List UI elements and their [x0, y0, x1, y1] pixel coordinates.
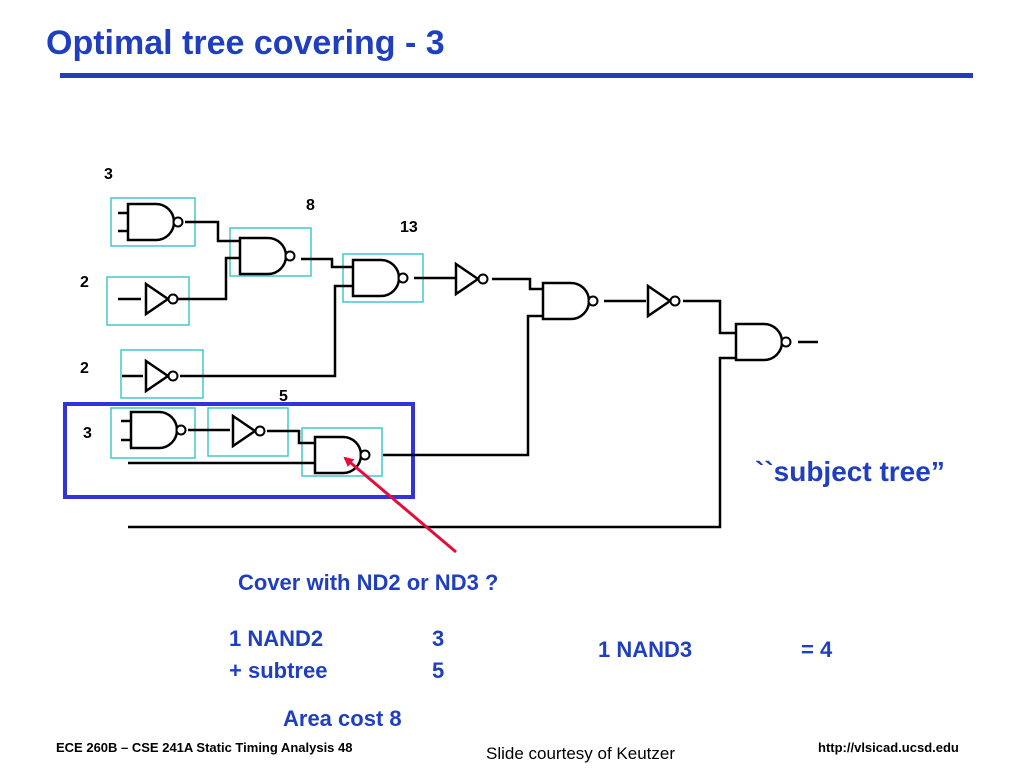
cost-label-nand-top: 3	[104, 166, 113, 183]
cost-label-inv-2b: 2	[80, 360, 89, 377]
nand-gate-3	[129, 410, 187, 450]
nand-gate-13	[351, 258, 409, 298]
slide-title: Optimal tree covering - 3	[46, 24, 445, 62]
red-arrow	[343, 456, 457, 554]
cost-label-nand-13: 13	[400, 219, 418, 236]
subject-tree-label: ``subject tree”	[755, 456, 945, 487]
cover-question: Cover with ND2 or ND3 ?	[238, 570, 499, 595]
cover-box-inv-2b	[120, 349, 204, 399]
nand-gate-top	[126, 202, 184, 242]
inverter-2a	[144, 282, 179, 316]
option1-line2-label: + subtree	[229, 658, 328, 683]
nand-gate-final	[734, 322, 792, 362]
option1-line1-label: 1 NAND2	[229, 626, 324, 651]
inverter-2b	[144, 359, 179, 393]
inverter-after-center	[646, 284, 681, 318]
cover-boxes	[106, 197, 424, 477]
footer-credit: Slide courtesy of Keutzer	[486, 744, 675, 763]
footer-course: ECE 260B – CSE 241A Static Timing Analys…	[56, 740, 353, 755]
title-underline	[60, 73, 973, 78]
cover-box-nand-3	[110, 407, 196, 459]
cover-box-nand-mid	[229, 227, 312, 277]
nand-gate-center	[541, 281, 599, 321]
cost-label-nand-mid: 8	[306, 197, 315, 214]
subtree-highlight-box	[63, 402, 415, 499]
option2-value: = 4	[801, 637, 833, 662]
wires	[118, 211, 818, 529]
inverter-after-13	[454, 262, 489, 296]
cost-label-inv-5: 5	[279, 388, 288, 405]
cost-label-inv-2a: 2	[80, 274, 89, 291]
option1-line2-value: 5	[432, 658, 445, 683]
footer-url: http://vlsicad.ucsd.edu	[818, 740, 959, 755]
option2-label: 1 NAND3	[598, 637, 693, 662]
option1-line1-value: 3	[432, 626, 445, 651]
gates	[126, 202, 792, 475]
cost-label-nand-3: 3	[83, 425, 92, 442]
cover-box-nand-target	[301, 427, 383, 477]
cover-box-inv-2a	[106, 276, 190, 326]
area-cost-total: Area cost 8	[283, 706, 402, 731]
nand-gate-mid	[238, 236, 296, 276]
inverter-5	[231, 414, 266, 448]
nand-gate-target	[313, 435, 371, 475]
